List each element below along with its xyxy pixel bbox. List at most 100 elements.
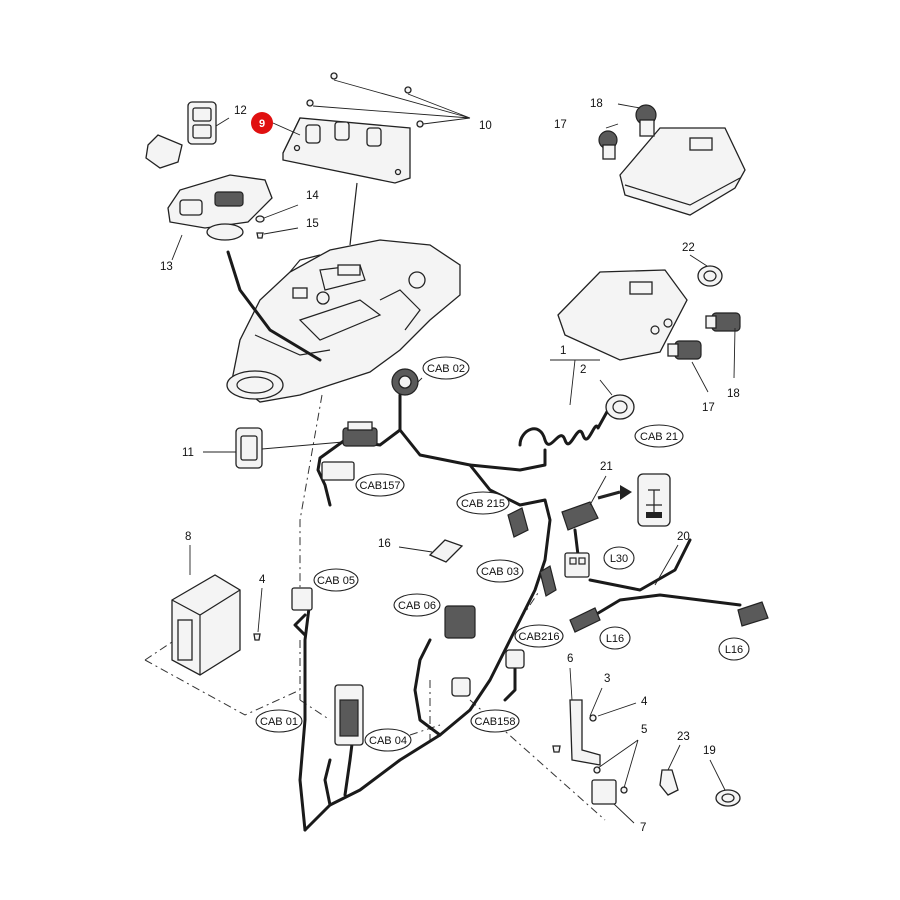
callout-6: 6 — [567, 653, 573, 665]
svg-text:L16: L16 — [606, 633, 624, 645]
rotary-switch-17-upper — [598, 130, 618, 160]
switch-21-symbol — [637, 473, 671, 527]
badge-label: 9 — [259, 118, 265, 130]
roof-module-upper — [619, 127, 746, 216]
svg-text:CAB 06: CAB 06 — [398, 600, 436, 612]
armrest-control-13 — [167, 174, 273, 241]
cab-console-assembly — [226, 239, 461, 403]
callout-leaders — [171, 117, 726, 824]
svg-text:CAB 01: CAB 01 — [260, 716, 298, 728]
callout-16: 16 — [378, 538, 391, 550]
label-cab05: CAB 05 — [313, 568, 359, 592]
label-cab03: CAB 03 — [476, 559, 524, 583]
svg-text:CAB 03: CAB 03 — [481, 566, 519, 578]
callout-23: 23 — [677, 731, 690, 743]
svg-text:CAB158: CAB158 — [475, 716, 516, 728]
label-l30: L30 — [603, 546, 635, 570]
callout-15: 15 — [306, 218, 319, 230]
rotary-switch-17-lower — [667, 340, 702, 360]
callout-12: 12 — [234, 105, 247, 117]
callout-13: 13 — [160, 261, 173, 273]
switch-panel-9 — [282, 117, 411, 184]
callout-18-lower: 18 — [727, 388, 740, 400]
relay-base-l30 — [564, 552, 590, 578]
callout-10: 10 — [479, 120, 492, 132]
callout-3: 3 — [604, 673, 610, 685]
clip-23 — [659, 769, 679, 796]
rotary-switch-18-upper — [635, 104, 657, 137]
label-cab157: CAB157 — [355, 473, 405, 497]
coiled-cable-1 — [518, 408, 610, 447]
svg-text:L30: L30 — [610, 553, 628, 565]
screw-icon — [253, 633, 261, 641]
arrow-icon — [597, 490, 621, 500]
grommet-22 — [697, 265, 723, 287]
connector-l16-a — [569, 607, 601, 633]
svg-text:CAB 21: CAB 21 — [640, 431, 678, 443]
beacon-socket-2 — [605, 394, 635, 420]
svg-text:CAB 04: CAB 04 — [369, 735, 407, 747]
callout-5: 5 — [641, 724, 647, 736]
callout-numbers: 12 10 18 17 14 15 13 22 18 17 1 2 11 21 … — [160, 98, 740, 834]
label-cab21: CAB 21 — [634, 424, 684, 448]
label-cab158: CAB158 — [470, 709, 520, 733]
callout-22: 22 — [682, 242, 695, 254]
roof-module-lower — [557, 269, 688, 361]
label-l16-a: L16 — [599, 626, 631, 650]
connector-cab03 — [539, 565, 557, 597]
switch-21 — [561, 501, 599, 531]
svg-text:CAB 02: CAB 02 — [427, 363, 465, 375]
label-l16-b: L16 — [718, 637, 750, 661]
callout-4-right: 4 — [641, 696, 648, 708]
label-cab02: CAB 02 — [422, 356, 470, 380]
rotary-switch-18-lower — [705, 312, 741, 332]
connector-cab215 — [507, 507, 529, 538]
screw-icon — [256, 232, 264, 239]
callout-17-lower: 17 — [702, 402, 715, 414]
connector-cab157 — [321, 461, 355, 481]
label-cab01: CAB 01 — [255, 709, 303, 733]
highlight-badge-9: 9 — [251, 112, 273, 134]
svg-text:L16: L16 — [725, 644, 743, 656]
connector-cab06 — [444, 605, 476, 639]
label-cab04: CAB 04 — [364, 728, 412, 752]
relay-7 — [591, 779, 617, 805]
label-cab215: CAB 215 — [456, 491, 510, 515]
callout-18-upper: 18 — [590, 98, 603, 110]
arrow-head-icon — [620, 485, 632, 500]
bracket-6 — [569, 699, 601, 766]
svg-text:CAB 215: CAB 215 — [461, 498, 505, 510]
callout-11: 11 — [182, 447, 194, 459]
callout-7: 7 — [640, 822, 646, 834]
connector-cab05 — [291, 587, 313, 611]
connector-cab02 — [391, 368, 419, 396]
svg-text:CAB216: CAB216 — [519, 631, 560, 643]
connector-11-cab — [342, 421, 378, 447]
connector-cab04 — [334, 684, 364, 746]
switch-11 — [235, 427, 263, 469]
callout-20: 20 — [677, 531, 690, 543]
screw-icon-group — [306, 72, 424, 128]
harness-20 — [573, 528, 742, 617]
rocker-switch-12 — [145, 101, 217, 169]
callout-14: 14 — [306, 190, 319, 202]
callout-17-upper: 17 — [554, 119, 567, 131]
washer-icon — [255, 215, 265, 223]
label-16 — [428, 539, 464, 563]
main-harness — [293, 393, 552, 832]
nut-icon — [589, 714, 597, 722]
control-unit-8 — [171, 574, 241, 676]
connector-cab158 — [451, 677, 471, 697]
connector-cab216 — [505, 649, 525, 669]
nut-icon — [593, 766, 601, 774]
callout-21: 21 — [600, 461, 613, 473]
callout-19: 19 — [703, 745, 716, 757]
connector-l16-b — [737, 601, 769, 627]
svg-text:CAB157: CAB157 — [360, 480, 401, 492]
callout-4-left: 4 — [259, 574, 266, 586]
callout-8: 8 — [185, 531, 191, 543]
label-cab216: CAB216 — [514, 624, 564, 648]
cable-tie-19 — [715, 789, 741, 807]
callout-2: 2 — [580, 364, 586, 376]
